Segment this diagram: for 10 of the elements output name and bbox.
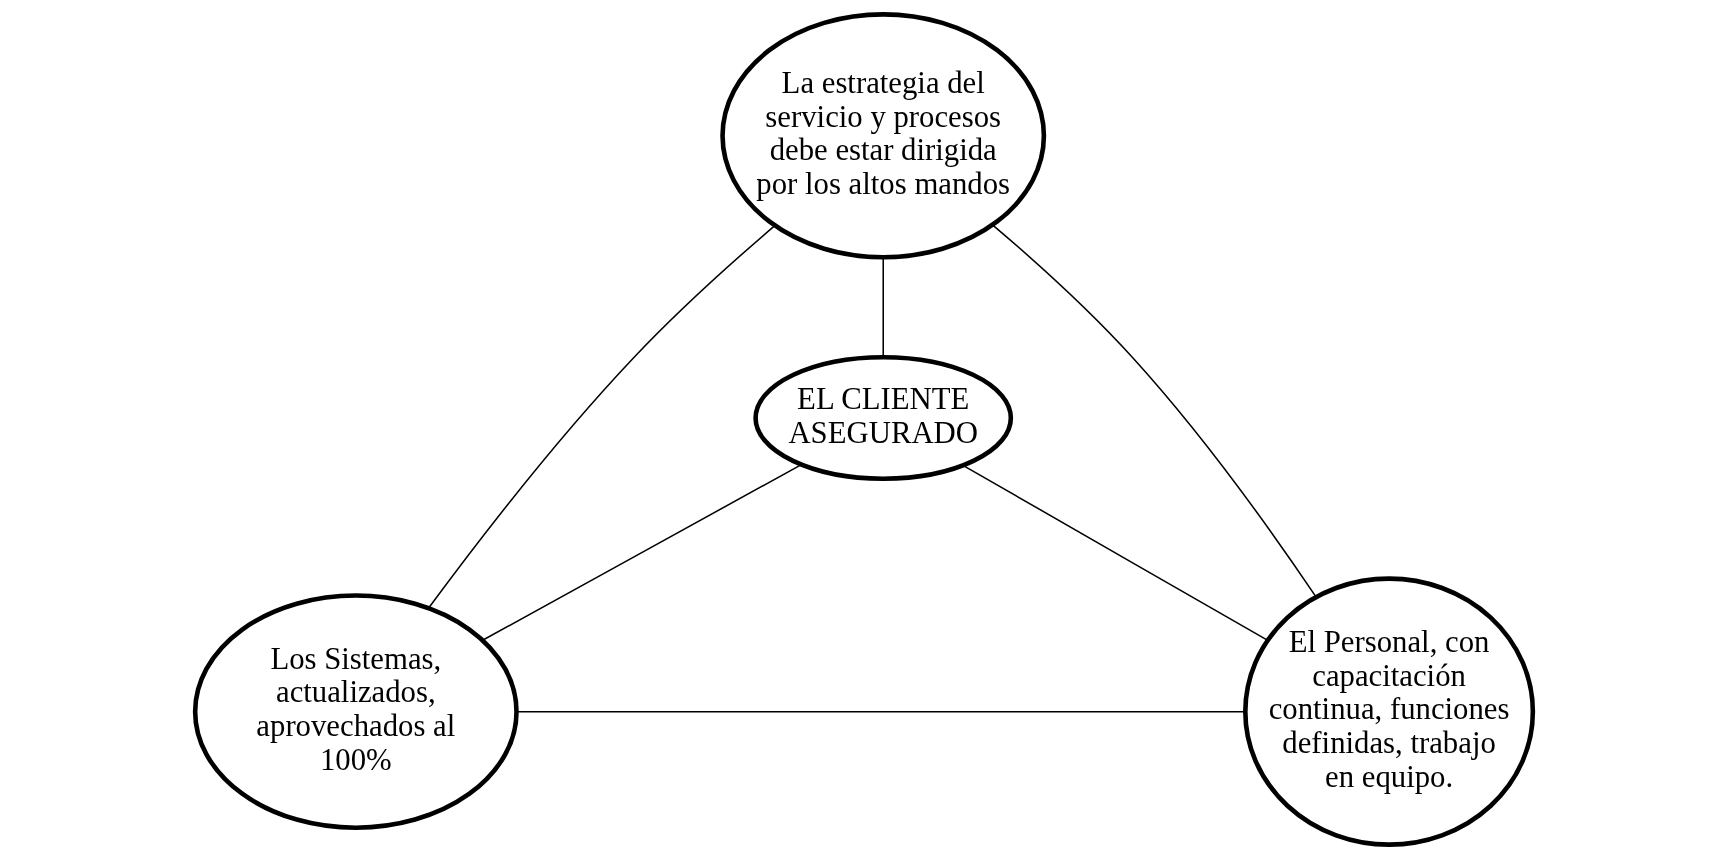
node-ellipse: La estrategia del servicio y procesos debe estar dirigida por los altos mandos: [720, 12, 1047, 260]
connector: [427, 225, 776, 609]
connector: [992, 224, 1317, 598]
node-ellipse: Los Sistemas, actualizados, aprovechados al 100%: [192, 593, 519, 831]
node-circle: El Personal, con capacitación continua, funciones definidas, trabajo en equipo.: [1243, 576, 1536, 847]
node-ellipse: EL CLIENTE ASEGURADO: [753, 354, 1014, 481]
connector: [882, 256, 884, 358]
connector: [962, 464, 1269, 641]
connector: [516, 710, 1246, 713]
connector: [481, 463, 803, 642]
